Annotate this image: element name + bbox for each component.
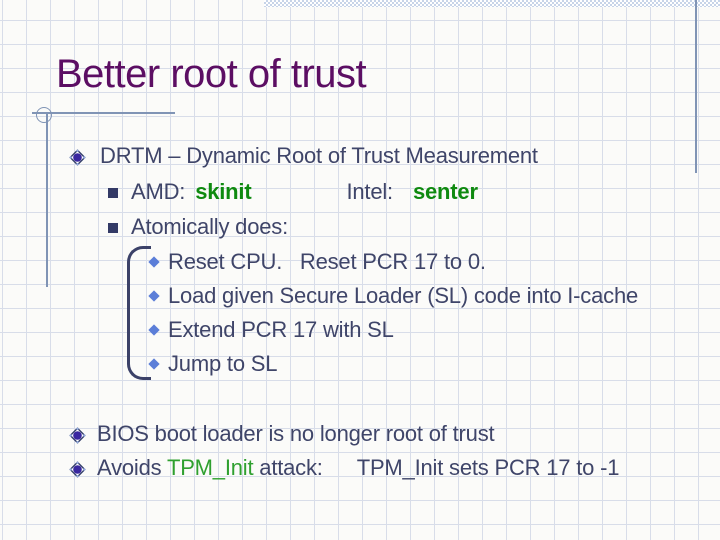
avoids-prefix: Avoids — [97, 455, 167, 480]
bullet-drtm: DRTM – Dynamic Root of Trust Measurement — [100, 143, 538, 168]
crosshair-vertical-line — [46, 114, 48, 287]
intel-instruction: senter — [412, 179, 478, 204]
bullet-amd-intel: AMD: skinit Intel: senter — [131, 180, 478, 204]
square-bullet-icon — [108, 223, 118, 233]
intel-label: Intel: — [346, 179, 393, 204]
tpm-init-highlight: TPM_Init — [166, 455, 254, 480]
crosshair-horizontal-line — [32, 112, 175, 114]
slide-title: Better root of trust — [56, 52, 367, 96]
avoids-detail: TPM_Init sets PCR 17 to -1 — [356, 455, 620, 480]
crosshair-circle-icon — [36, 107, 52, 123]
diamond-bullet-icon — [69, 427, 86, 444]
step-reset: Reset CPU. Reset PCR 17 to 0. — [168, 249, 486, 274]
step-jump: Jump to SL — [168, 351, 278, 376]
group-bracket — [127, 246, 151, 380]
top-hatched-bar — [264, 0, 720, 7]
amd-instruction: skinit — [195, 179, 252, 204]
avoids-mid: attack: — [253, 455, 323, 480]
step-load: Load given Secure Loader (SL) code into … — [168, 283, 639, 308]
diamond-bullet-icon — [69, 461, 86, 478]
bullet-atomically: Atomically does: — [131, 214, 288, 239]
bullet-avoids: Avoids TPM_Init attack: TPM_Init sets PCR… — [97, 456, 619, 480]
diamond-bullet-icon — [69, 149, 86, 166]
step-extend: Extend PCR 17 with SL — [168, 317, 394, 342]
amd-label: AMD: — [131, 179, 186, 204]
bullet-bios: BIOS boot loader is no longer root of tr… — [97, 421, 495, 446]
square-bullet-icon — [108, 188, 118, 198]
right-accent-line — [695, 0, 697, 173]
